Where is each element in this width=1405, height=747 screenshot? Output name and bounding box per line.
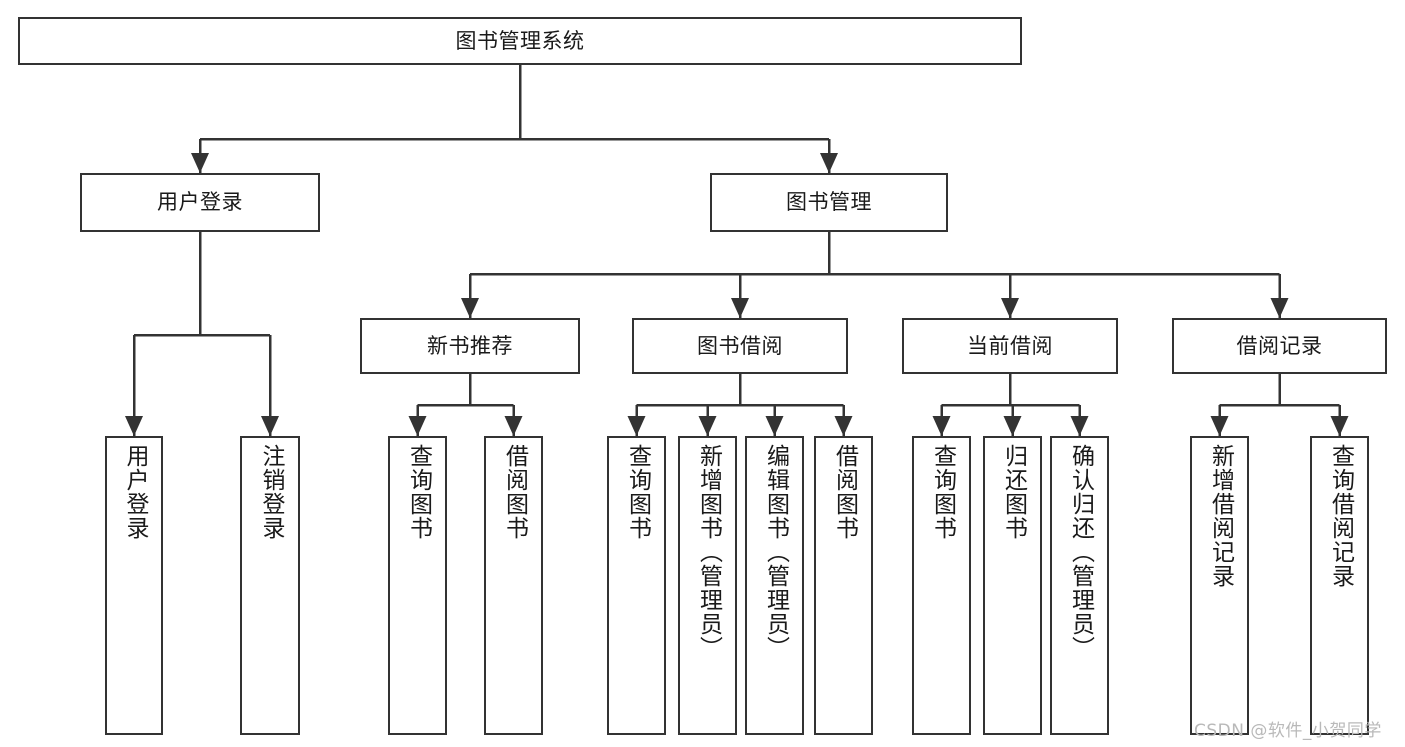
arrowhead-icon bbox=[191, 153, 209, 173]
node-newbook[interactable]: 新书推荐 bbox=[360, 318, 580, 374]
node-label: 图书管理 bbox=[786, 190, 872, 215]
arrowhead-icon bbox=[408, 416, 427, 436]
arrowhead-icon bbox=[1210, 416, 1229, 436]
watermark-text: CSDN @软件_小贺同学 bbox=[1194, 721, 1382, 741]
node-label: 确认归还（管理员） bbox=[1067, 444, 1094, 660]
node-leaf4[interactable]: 借阅图书 bbox=[484, 436, 543, 735]
node-label: 查询图书 bbox=[624, 444, 651, 540]
arrowhead-icon bbox=[834, 416, 853, 436]
node-label: 新书推荐 bbox=[427, 333, 513, 358]
arrowhead-icon bbox=[1001, 298, 1019, 318]
arrowhead-icon bbox=[932, 416, 951, 436]
node-bookmgmt[interactable]: 图书管理 bbox=[710, 173, 948, 232]
node-label: 当前借阅 bbox=[967, 333, 1053, 358]
node-label: 用户登录 bbox=[157, 190, 243, 215]
arrowhead-icon bbox=[627, 416, 646, 436]
node-root[interactable]: 图书管理系统 bbox=[18, 17, 1022, 65]
node-leaf8[interactable]: 借阅图书 bbox=[814, 436, 873, 735]
node-leaf2[interactable]: 注销登录 bbox=[240, 436, 300, 735]
node-borrow[interactable]: 图书借阅 bbox=[632, 318, 848, 374]
arrowhead-icon bbox=[261, 416, 279, 436]
node-current[interactable]: 当前借阅 bbox=[902, 318, 1118, 374]
node-leaf1[interactable]: 用户登录 bbox=[105, 436, 163, 735]
arrowhead-icon bbox=[1003, 416, 1022, 436]
node-leaf7[interactable]: 编辑图书（管理员） bbox=[745, 436, 804, 735]
node-leaf10[interactable]: 归还图书 bbox=[983, 436, 1042, 735]
node-label: 归还图书 bbox=[1000, 444, 1027, 540]
node-label: 查询图书 bbox=[929, 444, 956, 540]
node-leaf12[interactable]: 新增借阅记录 bbox=[1190, 436, 1249, 735]
arrowhead-icon bbox=[125, 416, 143, 436]
arrowhead-icon bbox=[765, 416, 784, 436]
node-label: 图书管理系统 bbox=[455, 28, 585, 53]
node-leaf5[interactable]: 查询图书 bbox=[607, 436, 666, 735]
node-label: 注销登录 bbox=[257, 444, 284, 540]
node-label: 借阅记录 bbox=[1236, 333, 1323, 358]
node-leaf6[interactable]: 新增图书（管理员） bbox=[678, 436, 737, 735]
arrowhead-icon bbox=[1270, 298, 1289, 318]
node-records[interactable]: 借阅记录 bbox=[1172, 318, 1387, 374]
node-leaf13[interactable]: 查询借阅记录 bbox=[1310, 436, 1369, 735]
node-label: 借阅图书 bbox=[501, 444, 528, 540]
node-label: 图书借阅 bbox=[697, 333, 783, 358]
node-login[interactable]: 用户登录 bbox=[80, 173, 320, 232]
arrowhead-icon bbox=[461, 298, 479, 318]
node-label: 查询图书 bbox=[405, 444, 432, 540]
node-leaf3[interactable]: 查询图书 bbox=[388, 436, 447, 735]
node-label: 编辑图书（管理员） bbox=[762, 444, 789, 660]
arrowhead-icon bbox=[504, 416, 523, 436]
node-label: 用户登录 bbox=[121, 444, 148, 540]
node-label: 借阅图书 bbox=[831, 444, 858, 540]
node-leaf9[interactable]: 查询图书 bbox=[912, 436, 971, 735]
arrowhead-icon bbox=[731, 298, 749, 318]
arrowhead-icon bbox=[1330, 416, 1349, 436]
arrowhead-icon bbox=[1070, 416, 1089, 436]
arrowhead-icon bbox=[820, 153, 838, 173]
node-leaf11[interactable]: 确认归还（管理员） bbox=[1050, 436, 1109, 735]
node-label: 新增借阅记录 bbox=[1207, 444, 1234, 588]
arrowhead-icon bbox=[698, 416, 717, 436]
node-label: 新增图书（管理员） bbox=[695, 444, 722, 660]
node-label: 查询借阅记录 bbox=[1327, 444, 1354, 588]
